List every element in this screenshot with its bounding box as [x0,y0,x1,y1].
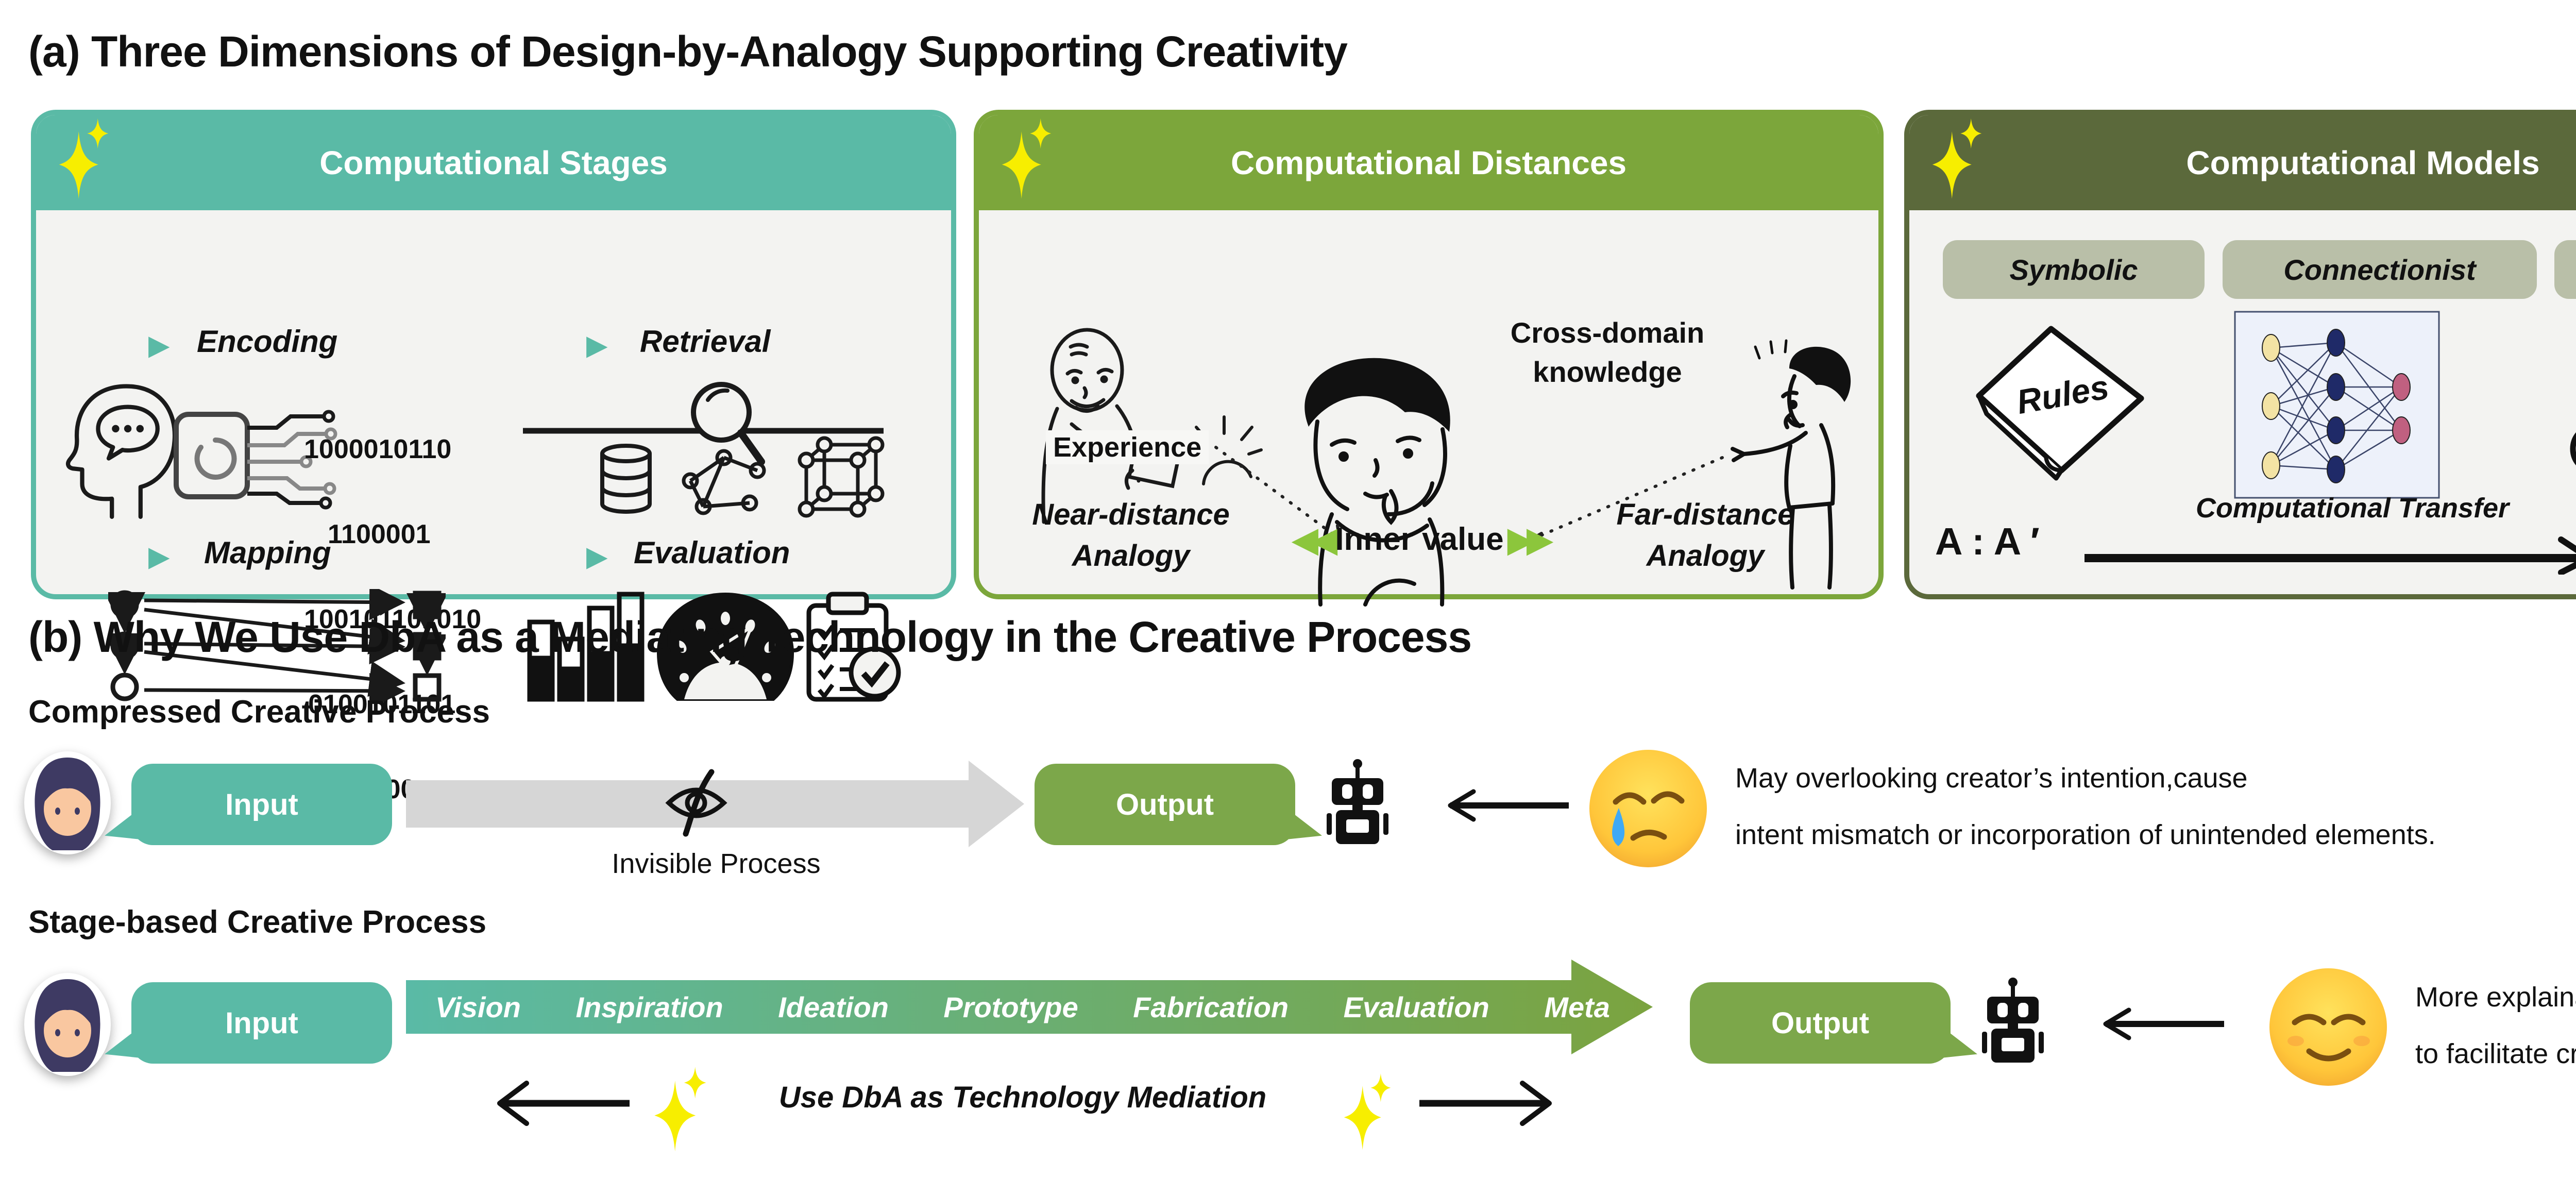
invisible-process-arrow [406,761,1024,847]
far-distance-line2: Analogy [1646,539,1765,573]
near-distance-line2: Analogy [1072,539,1190,573]
stage-label-evaluation: Evaluation [634,535,790,570]
feedback-arrow-icon [2103,1007,2224,1040]
creator-avatar [24,973,111,1076]
pill-symbolic: Symbolic [1943,240,2205,299]
chip-encoder-icon [174,410,337,510]
panel-computational-distances: Computational Distances [974,110,1884,607]
distances-panel-header: Computational Distances [979,115,1878,210]
transfer-arrow-icon [2084,536,2576,575]
cross-domain-line1: Cross-domain [1510,316,1705,349]
relieved-emoji [2269,968,2387,1086]
bubble-tail [1936,1022,1977,1058]
binary-line: 1000010110 [304,434,452,464]
eye-slash-icon [665,769,727,837]
robot-icon [1982,978,2044,1063]
staged-note-line1: More explainable process [2415,982,2576,1013]
cross-domain-line2: knowledge [1533,356,1682,388]
stages-panel-title: Computational Stages [319,144,668,181]
sparkle-icon [1344,1073,1391,1150]
stage-word-evaluation: Evaluation [1343,990,1489,1023]
compressed-note-line1: May overlooking creator’s intention,caus… [1735,763,2248,794]
triangle-marker-icon: ▶ [586,541,608,572]
stage-label-mapping: Mapping [204,535,331,570]
compressed-heading: Compressed Creative Process [28,694,490,730]
triangle-marker-icon: ▶ [586,330,608,361]
far-distance-line1: Far-distance [1616,498,1794,531]
feedback-arrow-icon [1448,789,1569,822]
stage-label-encoding: Encoding [197,324,338,359]
inner-value-label: Inner value [1335,522,1504,557]
triangle-marker-icon: ▶ [148,330,170,361]
stages-panel-header: Computational Stages [36,115,951,210]
input-bubble-staged: Input [105,982,392,1064]
retrieval-search-icon [523,382,885,518]
rules-paper-icon: Rules [1976,326,2144,481]
stage-words-row: Vision Inspiration Ideation Prototype Fa… [435,987,1610,1027]
far-distance-label: Far-distance Analogy [1589,494,1821,577]
computational-transfer-label: Computational Transfer [2195,493,2510,524]
sad-tear-emoji [1589,750,1707,867]
brain-prompt-icon: PROMPT [2570,432,2576,466]
stage-label-retrieval: Retrieval [640,324,771,359]
triangle-marker-icon: ▶ [148,541,170,572]
compressed-note: May overlooking creator’s intention,caus… [1735,750,2436,863]
chevrons-left-icon: ◀◀ [1292,520,1337,558]
input-bubble-compressed: Input [105,764,392,845]
mediation-left-arrow-icon [497,1081,630,1126]
stage-word-inspiration: Inspiration [575,990,723,1023]
creator-avatar [24,751,111,854]
chevrons-right-icon: ▶▶ [1507,520,1553,558]
output-label: Output [1771,1006,1870,1040]
young-man-illustration [1304,358,1450,607]
models-panel-title: Computational Models [2186,144,2540,181]
stage-word-meta: Meta [1544,990,1610,1023]
dotted-arrows-overlay [1214,446,1724,545]
robot-icon [1327,759,1388,844]
stage-word-ideation: Ideation [778,990,889,1023]
experience-label: Experience [1046,430,1209,464]
output-bubble-compressed: Output [1035,764,1322,845]
sparkle-icon [1932,118,1982,199]
pill-connectionist: Connectionist [2223,240,2537,299]
invisible-process-label: Invisible Process [612,848,821,879]
input-label: Input [225,1006,298,1040]
sparkle-icon [654,1067,706,1152]
output-label: Output [1115,787,1214,821]
near-distance-label: Near-distance Analogy [1015,494,1247,577]
mapping-diagram-icon [108,589,446,702]
staged-heading: Stage-based Creative Process [28,904,487,940]
reaching-person-illustration [1731,339,1851,590]
stage-word-fabrication: Fabrication [1133,990,1289,1023]
mediation-right-arrow-icon [1419,1081,1552,1126]
stage-word-prototype: Prototype [943,990,1078,1023]
section-a-title: (a) Three Dimensions of Design-by-Analog… [28,27,1348,76]
sparkle-icon [59,118,109,199]
panel-computational-models: Computational Models Symbolic Connection… [1904,110,2576,599]
stage-word-vision: Vision [435,990,521,1023]
sparkle-icon [1002,118,1052,199]
output-bubble-staged: Output [1690,982,1977,1064]
distances-panel-title: Computational Distances [1230,144,1627,181]
panel-computational-stages: Computational Stages ▶ Encoding 10000101… [31,110,956,804]
neural-network-icon [2234,311,2440,499]
staged-process-arrow [406,960,1653,1054]
bubble-tail [1281,804,1322,840]
models-panel-header: Computational Models [1909,115,2576,210]
input-label: Input [225,787,298,821]
staged-note-line2: to facilitate create. [2415,1038,2576,1069]
staged-note: More explainable process to facilitate c… [2415,969,2576,1082]
binary-line: 1100001 [328,519,431,549]
compressed-note-line2: intent mismatch or incorporation of unin… [1735,819,2436,850]
section-b-title: (b) Why We Use DbA as a Mediating Techno… [28,613,1472,661]
inner-value-row: ◀◀ Inner value ▶▶ [1265,521,1574,558]
mediation-label: Use DbA as Technology Mediation [778,1081,1267,1114]
analogy-source-label: A : A ′ [1935,520,2040,563]
near-distance-line1: Near-distance [1032,498,1230,531]
evaluation-icons [527,592,901,702]
cross-domain-label: Cross-domain knowledge [1458,313,1757,392]
pill-hybrid: Hybrid [2554,240,2576,299]
